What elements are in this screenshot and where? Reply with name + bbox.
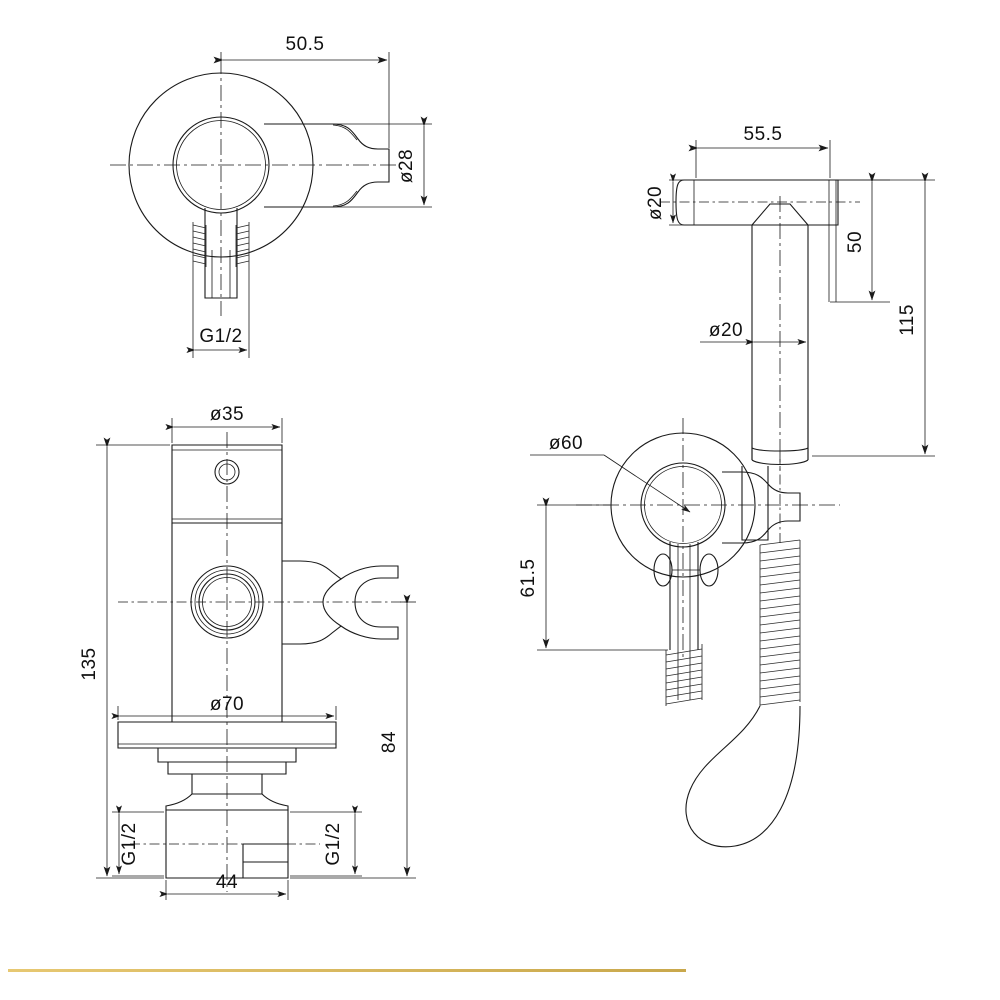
assembly-gun-nozzle-block xyxy=(741,466,769,541)
dim-115-label: 115 xyxy=(897,304,918,336)
bracket-hook-edge-upper xyxy=(332,124,358,141)
bracket-spigot-bore xyxy=(211,250,231,298)
gun-head-barrel xyxy=(675,179,839,226)
assembly-hose-coil xyxy=(759,539,801,706)
footer-caption xyxy=(10,978,710,1000)
view-bracket-front: 50.5 ø28 G1/2 xyxy=(110,34,432,358)
dim-55-5: 55.5 xyxy=(688,124,831,178)
dim-61-5-label: 61.5 xyxy=(518,559,539,598)
bracket-thread-right xyxy=(235,222,250,267)
assembly-hose-loop xyxy=(685,705,801,848)
valve-cradle-upper-jaw xyxy=(340,565,399,580)
dim-o60: ø60 xyxy=(530,433,691,513)
dim-g12-right: G1/2 xyxy=(290,805,362,877)
dim-o28-label: ø28 xyxy=(396,149,417,183)
dim-g12-left: G1/2 xyxy=(112,805,164,877)
dim-115: 115 xyxy=(812,172,935,457)
valve-collar-2 xyxy=(167,761,287,775)
valve-escutcheon-plate xyxy=(117,721,337,749)
dim-o70: ø70 xyxy=(111,694,337,720)
dim-g12-bracket-label: G1/2 xyxy=(199,326,242,347)
view-assembly: ø60 61.5 xyxy=(518,400,840,848)
valve-inlet-block xyxy=(165,809,289,879)
assembly-gun-stem xyxy=(751,400,809,460)
dim-g12-right-label: G1/2 xyxy=(323,822,344,865)
bracket-hook-edge-lower xyxy=(332,190,358,207)
dim-g12-left-label: G1/2 xyxy=(119,822,140,865)
dim-135: 135 xyxy=(79,437,170,879)
dim-o35: ø35 xyxy=(165,404,283,443)
dim-50: 50 xyxy=(830,172,890,303)
valve-port-detail xyxy=(242,843,288,878)
dim-50-5: 50.5 xyxy=(213,34,390,148)
bracket-spigot-body xyxy=(204,208,238,299)
assembly-outlet-tube xyxy=(669,542,699,650)
dim-61-5: 61.5 xyxy=(518,497,668,651)
assembly-cradle-arm xyxy=(722,471,801,544)
dim-55-5-label: 55.5 xyxy=(744,124,783,145)
dim-o35-label: ø35 xyxy=(210,404,244,425)
dim-g12-bracket: G1/2 xyxy=(186,266,250,358)
dim-50-5-label: 50.5 xyxy=(286,34,325,55)
dim-o20-stem-label: ø20 xyxy=(709,320,743,341)
dim-44: 44 xyxy=(159,872,289,900)
valve-cradle-lower-jaw xyxy=(340,625,399,640)
assembly-lug-left xyxy=(653,553,673,587)
bracket-hook-arm xyxy=(264,123,390,208)
dim-o20-top-label: ø20 xyxy=(645,186,666,220)
dim-o28: ø28 xyxy=(330,116,432,208)
valve-cradle-throat xyxy=(354,577,382,628)
dim-84: 84 xyxy=(290,594,416,879)
dim-o20-top: ø20 xyxy=(645,173,694,226)
dim-44-label: 44 xyxy=(216,872,238,893)
assembly-lug-right xyxy=(699,553,719,587)
bracket-thread-left xyxy=(192,222,207,267)
dim-o60-leader xyxy=(603,454,691,513)
view-valve-side: ø35 ø70 135 84 xyxy=(79,404,416,900)
footer-divider-rule xyxy=(8,969,686,972)
dim-o60-label: ø60 xyxy=(549,433,583,454)
dim-o70-label: ø70 xyxy=(210,694,244,715)
valve-body-sides xyxy=(171,523,283,722)
assembly-outlet-thread xyxy=(665,644,703,706)
dim-135-label: 135 xyxy=(79,647,100,680)
dim-50-label: 50 xyxy=(845,231,866,253)
dim-o20-stem: ø20 xyxy=(700,320,807,345)
valve-cradle-body xyxy=(282,560,342,645)
valve-collar-1 xyxy=(157,747,297,763)
view-gun-side: 55.5 ø20 ø20 50 xyxy=(645,124,935,470)
dim-84-label: 84 xyxy=(379,731,400,753)
